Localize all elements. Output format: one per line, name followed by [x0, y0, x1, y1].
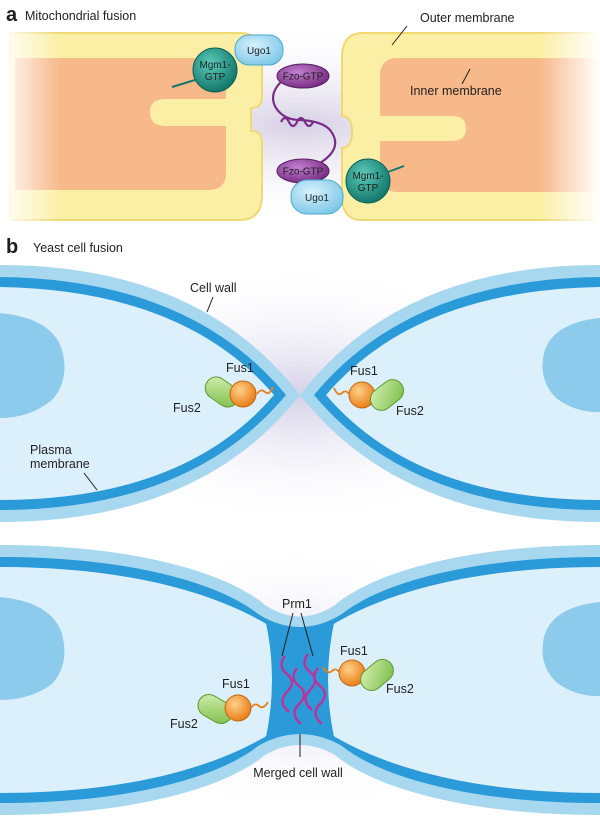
fus-left-top: Fus1 Fus2: [173, 361, 274, 415]
fzo-coiled-coil: [280, 116, 314, 128]
prm1-leader-right: [300, 612, 314, 657]
nucleus-left-bottom: [0, 597, 65, 700]
ugo1-bottom-label: Ugo1: [305, 193, 329, 204]
prm1-strand-4: [313, 667, 327, 725]
nucleus-left-top: [0, 313, 65, 418]
mgm1-gtp-bottom-label-1: Mgm1-: [352, 171, 383, 182]
cytoplasm-left-top: [0, 287, 274, 500]
fzo-gtp-bottom-label: Fzo-GTP: [283, 167, 324, 178]
cell-wall-label: Cell wall: [190, 281, 237, 295]
panel-a-title: Mitochondrial fusion: [25, 9, 136, 23]
ugo1-bottom: [290, 179, 344, 215]
fus2-right-bottom: [360, 659, 394, 691]
mgm1-gtp-top: [192, 47, 238, 93]
fus1-left-bottom-label: Fus1: [222, 677, 250, 691]
merged-cell-wall-label: Merged cell wall: [253, 766, 343, 780]
cytoplasm-right-top: [326, 287, 600, 500]
mgm1-gtp-bottom: [345, 158, 391, 204]
plasma-membrane-label-2: membrane: [30, 457, 90, 471]
prm1-strand-2: [292, 667, 306, 725]
panel-b-bottom: Prm1 Fus1 Fus2 Fus1 Fus2 Merged cell wal…: [0, 545, 600, 815]
cell-wall-leader: [206, 296, 214, 313]
plasma-membrane-label-1: Plasma: [30, 443, 72, 457]
panel-b-letter: b: [6, 236, 18, 258]
protein-group-bottom: Fzo-GTP Ugo1 Mgm1- GTP: [276, 158, 405, 215]
cytoplasm-left-bottom: [0, 567, 272, 793]
fus-right-top: Fus1 Fus2: [333, 364, 424, 418]
outer-membrane-leader: [391, 25, 408, 46]
prm1-label: Prm1: [282, 597, 312, 611]
fus-left-bottom: Fus1 Fus2: [170, 677, 269, 731]
fus1-tail-left-top: [256, 386, 274, 395]
inner-membrane-leader: [461, 68, 471, 85]
panel-a: Fzo-GTP Ugo1 Mgm1- GTP Fzo-GTP Ugo1 Mgm1…: [0, 4, 600, 228]
cell-left-top: [0, 265, 300, 522]
fus2-left-top-label: Fus2: [173, 401, 201, 415]
nucleus-right-top: [542, 318, 600, 413]
fus1-left-bottom: [224, 694, 252, 722]
mgm1-gtp-top-label-1: Mgm1-: [199, 60, 230, 71]
mitochondrion-right: [341, 28, 600, 228]
fus1-tail-left-bottom: [250, 701, 269, 709]
fzo-gtp-top: [276, 63, 330, 89]
nucleus-right-bottom: [542, 602, 600, 697]
protein-group-top: Fzo-GTP Ugo1 Mgm1- GTP: [171, 34, 330, 93]
mgm1-top-anchor: [171, 79, 196, 88]
fus2-right-top-label: Fus2: [396, 404, 424, 418]
panel-a-letter: a: [6, 4, 18, 26]
fus1-tail-right-top: [333, 387, 351, 396]
fus2-left-bottom-label: Fus2: [170, 717, 198, 731]
mgm1-gtp-top-label-2: GTP: [205, 72, 226, 83]
cytoplasm-right-bottom: [328, 567, 600, 793]
plasma-membrane-leader: [83, 472, 98, 491]
inner-membrane-left: [15, 58, 226, 190]
fzo-gtp-top-label: Fzo-GTP: [283, 72, 324, 83]
outer-membrane-label: Outer membrane: [420, 11, 515, 25]
panel-b-top: b Yeast cell fusion Fus1 Fus2: [0, 236, 600, 525]
fus1-right-bottom-label: Fus1: [340, 644, 368, 658]
inner-membrane-label: Inner membrane: [410, 84, 502, 98]
fus1-right-top-label: Fus1: [350, 364, 378, 378]
prm1-strand-1: [280, 655, 294, 713]
mgm1-gtp-bottom-label-2: GTP: [358, 183, 379, 194]
mgm1-bottom-anchor: [387, 165, 405, 173]
fus2-right-bottom-label: Fus2: [386, 682, 414, 696]
merged-cell-wall-region: [266, 623, 334, 737]
cell-right-top: [300, 265, 600, 522]
fus1-tail-right-bottom: [322, 666, 341, 674]
fus1-left-top: [229, 380, 257, 408]
ugo1-top-label: Ugo1: [247, 46, 271, 57]
prm1-leader-left: [281, 612, 294, 657]
fus1-left-top-label: Fus1: [226, 361, 254, 375]
panel-b-title: Yeast cell fusion: [33, 241, 123, 255]
fzo-tether: [271, 64, 337, 168]
fus2-right-top: [369, 379, 405, 411]
ugo1-top: [234, 34, 284, 66]
fus-right-bottom: Fus1 Fus2: [322, 644, 414, 696]
